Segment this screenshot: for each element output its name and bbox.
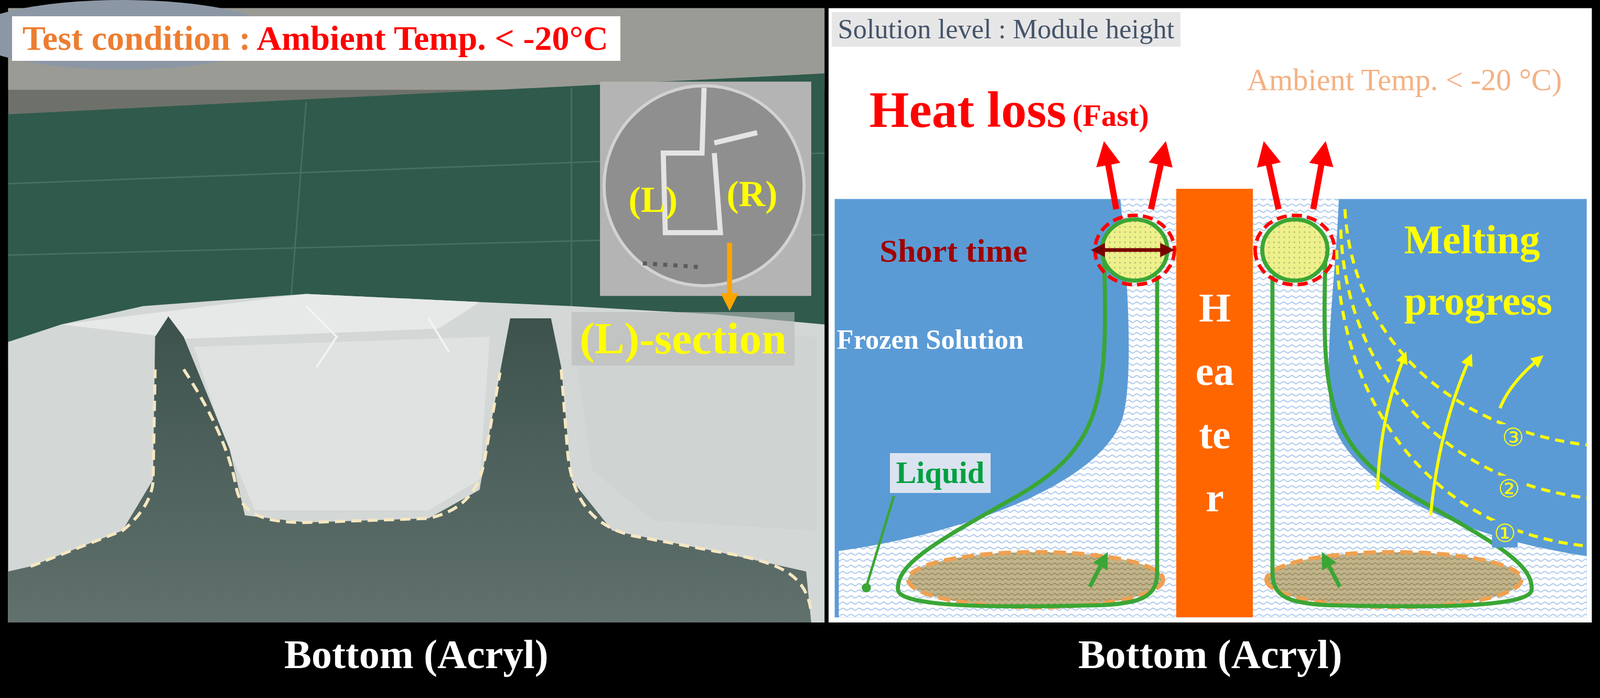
heater-label: Heater — [1194, 276, 1236, 530]
ambient-note: Ambient Temp. < -20 °C) — [1247, 63, 1563, 98]
heat-loss-arrow — [1313, 153, 1324, 210]
callout-number: ① — [1491, 520, 1519, 547]
section-tag: (R) — [726, 173, 778, 214]
liquid-zone-mirror — [1254, 215, 1532, 608]
ice-crack — [306, 306, 449, 368]
liquid-zone — [897, 215, 1175, 608]
section-arrow — [726, 242, 733, 303]
heat-loss-title: Heat loss — [869, 81, 1067, 138]
distance-label: Short time — [879, 232, 1028, 269]
liquid-label: Liquid — [895, 456, 985, 490]
melt-boundary-line — [30, 369, 155, 567]
callout-number: ② — [1496, 475, 1523, 503]
bottom-liquid-pool — [908, 552, 1164, 608]
flow-arrow — [1089, 559, 1104, 587]
melting-arrow — [1377, 357, 1405, 490]
melting-arrow — [1499, 359, 1539, 408]
frozen-block-top — [61, 293, 480, 339]
inset-photo — [599, 81, 812, 297]
melting-arrows — [1377, 357, 1539, 516]
section-title: (L)-section — [571, 312, 796, 366]
blurred-fabric — [0, 0, 276, 70]
module-top-view — [604, 85, 804, 286]
blurred-background — [8, 8, 825, 91]
distance-arrow — [1098, 248, 1168, 252]
test-condition: Test condition : — [12, 16, 257, 61]
melting-arrow — [1430, 359, 1470, 516]
callout-number: ③ — [1499, 424, 1527, 451]
heat-loss-note: (Fast) — [1066, 99, 1150, 133]
panel-background — [828, 8, 1592, 623]
leader-line — [866, 496, 895, 587]
melt-boundary-line — [561, 369, 812, 612]
condition-note: Solution level : Module height — [831, 12, 1181, 47]
module-holes — [642, 263, 705, 268]
heat-loss-arrow — [1266, 153, 1279, 210]
bottom-label: Bottom (Acryl) — [1078, 632, 1343, 678]
section-tag: (L) — [628, 179, 678, 220]
bottom-bar: Bottom (Acryl) — [8, 622, 825, 689]
melt-boundary — [30, 369, 812, 612]
cutting-mat — [8, 73, 825, 370]
liquid-tag: Liquid — [889, 453, 991, 493]
test-temperature: Ambient Temp. < -20°C — [256, 16, 621, 61]
frozen-block-face — [194, 336, 490, 511]
leader-dot — [861, 583, 872, 593]
melt-boundary-line — [183, 369, 500, 523]
heater-block: Heater — [1176, 188, 1253, 618]
photo-background — [8, 8, 825, 623]
bottom-bar: Bottom (Acryl) — [828, 622, 1592, 689]
bottom-label: Bottom (Acryl) — [284, 632, 549, 678]
frozen-block — [8, 293, 825, 623]
heat-loss-zone — [1094, 215, 1175, 285]
liquid-channel — [897, 254, 1157, 607]
region-label: Frozen Solution — [836, 324, 1024, 356]
melting-label: Melting progress — [1403, 209, 1588, 332]
heat-loss-arrow — [1151, 153, 1164, 210]
heat-loss-arrow — [1105, 153, 1116, 210]
melting-front — [1340, 229, 1587, 499]
